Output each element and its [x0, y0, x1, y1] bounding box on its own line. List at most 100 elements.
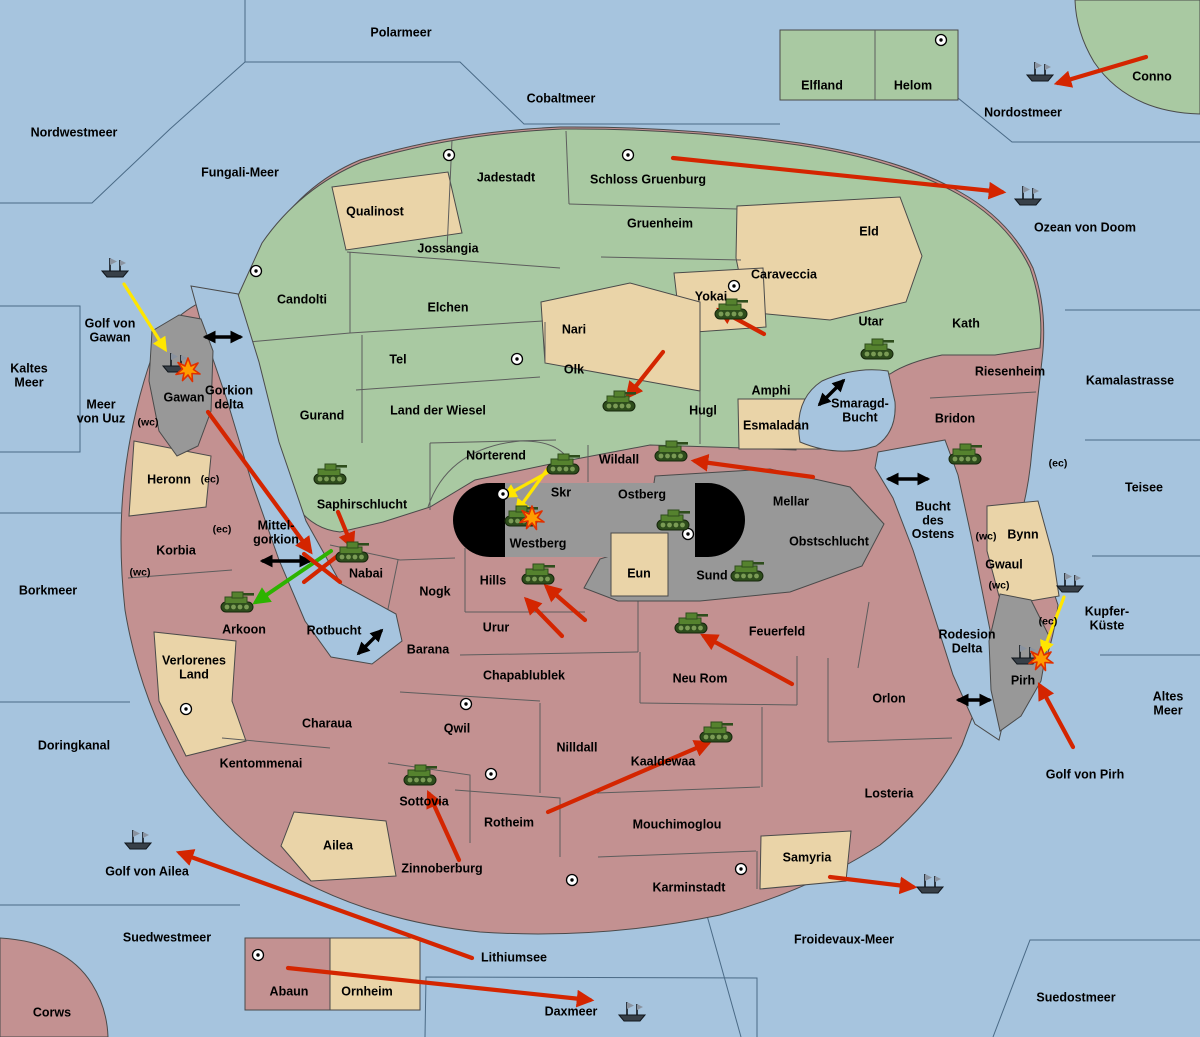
coast-label: (ec) [1039, 616, 1058, 628]
sea-label: Cobaltmeer [527, 91, 596, 105]
territory-label[interactable]: Ailea [323, 838, 354, 852]
territory-label[interactable]: Bynn [1007, 527, 1038, 541]
territory-label[interactable]: Zinnoberburg [401, 861, 482, 875]
territory-label[interactable]: Losteria [865, 786, 915, 800]
territory-label[interactable]: Jossangia [417, 241, 479, 255]
territory-label[interactable]: Gurand [300, 408, 344, 422]
attack-arrow-red [335, 509, 356, 551]
town-icon [510, 352, 524, 366]
town-icon [249, 264, 263, 278]
territory-label[interactable]: Esmaladan [743, 418, 809, 432]
territory-label[interactable]: Qualinost [346, 204, 404, 218]
sea-label: Rotbucht [307, 623, 363, 637]
conno-island [1074, 0, 1200, 115]
territory-label[interactable]: Caraveccia [751, 267, 818, 281]
territory-label[interactable]: Gruenheim [627, 216, 693, 230]
territory-label[interactable]: Norterend [466, 448, 526, 462]
sea-label: Nordwestmeer [31, 125, 118, 139]
sea-label: Daxmeer [545, 1004, 598, 1018]
territory-label[interactable]: Elchen [428, 300, 469, 314]
territory-label[interactable]: Kentommenai [220, 756, 303, 770]
sea-label: Polarmeer [370, 25, 431, 39]
sea-crossing-arrows [202, 330, 993, 707]
town-icon [621, 148, 635, 162]
territory-label[interactable]: Orlon [872, 691, 905, 705]
territory-label[interactable]: Gwaul [985, 557, 1023, 571]
coast-label: (ec) [1049, 458, 1068, 470]
territory-label[interactable]: Schloss Gruenburg [590, 172, 706, 186]
territory-label[interactable]: Amphi [752, 383, 791, 397]
territory-label[interactable]: Bridon [935, 411, 975, 425]
territory-label[interactable]: Kaaldewaa [631, 754, 697, 768]
territory-label[interactable]: Qwil [444, 721, 470, 735]
territory-label[interactable]: Charaua [302, 716, 353, 730]
territory-label[interactable]: Riesenheim [975, 364, 1045, 378]
sea-label: Teisee [1125, 480, 1163, 494]
territory-label[interactable]: Candolti [277, 292, 327, 306]
territory-label[interactable]: Tel [389, 352, 406, 366]
town-icon [496, 487, 510, 501]
territory-label[interactable]: Hugl [689, 403, 717, 417]
territory-label[interactable]: Saphirschlucht [317, 497, 408, 511]
territory-label[interactable]: Helom [894, 78, 932, 92]
territory-label[interactable]: Nabai [349, 566, 383, 580]
territory-label[interactable]: Rotheim [484, 815, 534, 829]
territory-label[interactable]: Nari [562, 322, 586, 336]
territory-label[interactable]: Mellar [773, 494, 809, 508]
territory-label[interactable]: Arkoon [222, 622, 266, 636]
territory-label[interactable]: Urur [483, 620, 510, 634]
town-icon [565, 873, 579, 887]
territory-label[interactable]: Mouchimoglou [633, 817, 722, 831]
sea-label: Ozean von Doom [1034, 220, 1136, 234]
attack-arrow-red [625, 349, 666, 400]
bucht-des-ostens-channel [874, 439, 1008, 741]
territory-label[interactable]: Pirh [1011, 673, 1035, 687]
coast-markers-layer: (wc)(ec)(ec)(wc)(ec)(wc)(wc)(ec) [130, 417, 1068, 628]
territory-label[interactable]: Kath [952, 316, 980, 330]
town-icon [727, 279, 741, 293]
sea-labels-layer: PolarmeerCobaltmeerNordwestmeerFungali-M… [10, 25, 1183, 1019]
territory-label[interactable]: Karminstadt [653, 880, 727, 894]
sea-label: Mittel-gorkion [253, 519, 299, 547]
territory-label[interactable]: Heronn [147, 472, 191, 486]
territory-label[interactable]: Korbia [156, 543, 197, 557]
territory-label[interactable]: Skr [551, 485, 571, 499]
eun-square [610, 532, 669, 597]
territory-label[interactable]: Sund [696, 568, 727, 582]
territory-label[interactable]: Obstschlucht [789, 534, 870, 548]
territory-label[interactable]: Utar [858, 314, 883, 328]
territory-label[interactable]: Sottovia [399, 794, 449, 808]
territory-label[interactable]: Samyria [783, 850, 833, 864]
territory-label[interactable]: Westberg [510, 536, 567, 550]
territory-label[interactable]: Barana [407, 642, 450, 656]
territory-label[interactable]: Ornheim [341, 984, 392, 998]
territory-label[interactable]: Feuerfeld [749, 624, 805, 638]
territory-label[interactable]: Land der Wiesel [390, 403, 486, 417]
territory-label[interactable]: Neu Rom [673, 671, 728, 685]
territory-label[interactable]: Nilldall [557, 740, 598, 754]
territory-label[interactable]: Nogk [419, 584, 450, 598]
attack-arrow-red [285, 965, 595, 1008]
attack-arrow-red [543, 584, 588, 623]
gorkion-channel [190, 285, 403, 665]
territory-label[interactable]: Eld [859, 224, 878, 238]
territory-label[interactable]: Chapablublek [483, 668, 565, 682]
territory-label[interactable]: Wildall [599, 452, 639, 466]
territory-label[interactable]: Elfland [801, 78, 843, 92]
territory-label[interactable]: Hills [480, 573, 506, 587]
territory-label[interactable]: Abaun [270, 984, 309, 998]
attack-arrow-red [700, 633, 795, 687]
territory-label[interactable]: Gawan [164, 390, 205, 404]
territory-label[interactable]: Ostberg [618, 487, 666, 501]
territory-label[interactable]: Eun [627, 566, 651, 580]
territory-label[interactable]: Yokai [695, 289, 727, 303]
territory-label[interactable]: Jadestadt [477, 170, 536, 184]
territory-label[interactable]: Olk [564, 362, 584, 376]
